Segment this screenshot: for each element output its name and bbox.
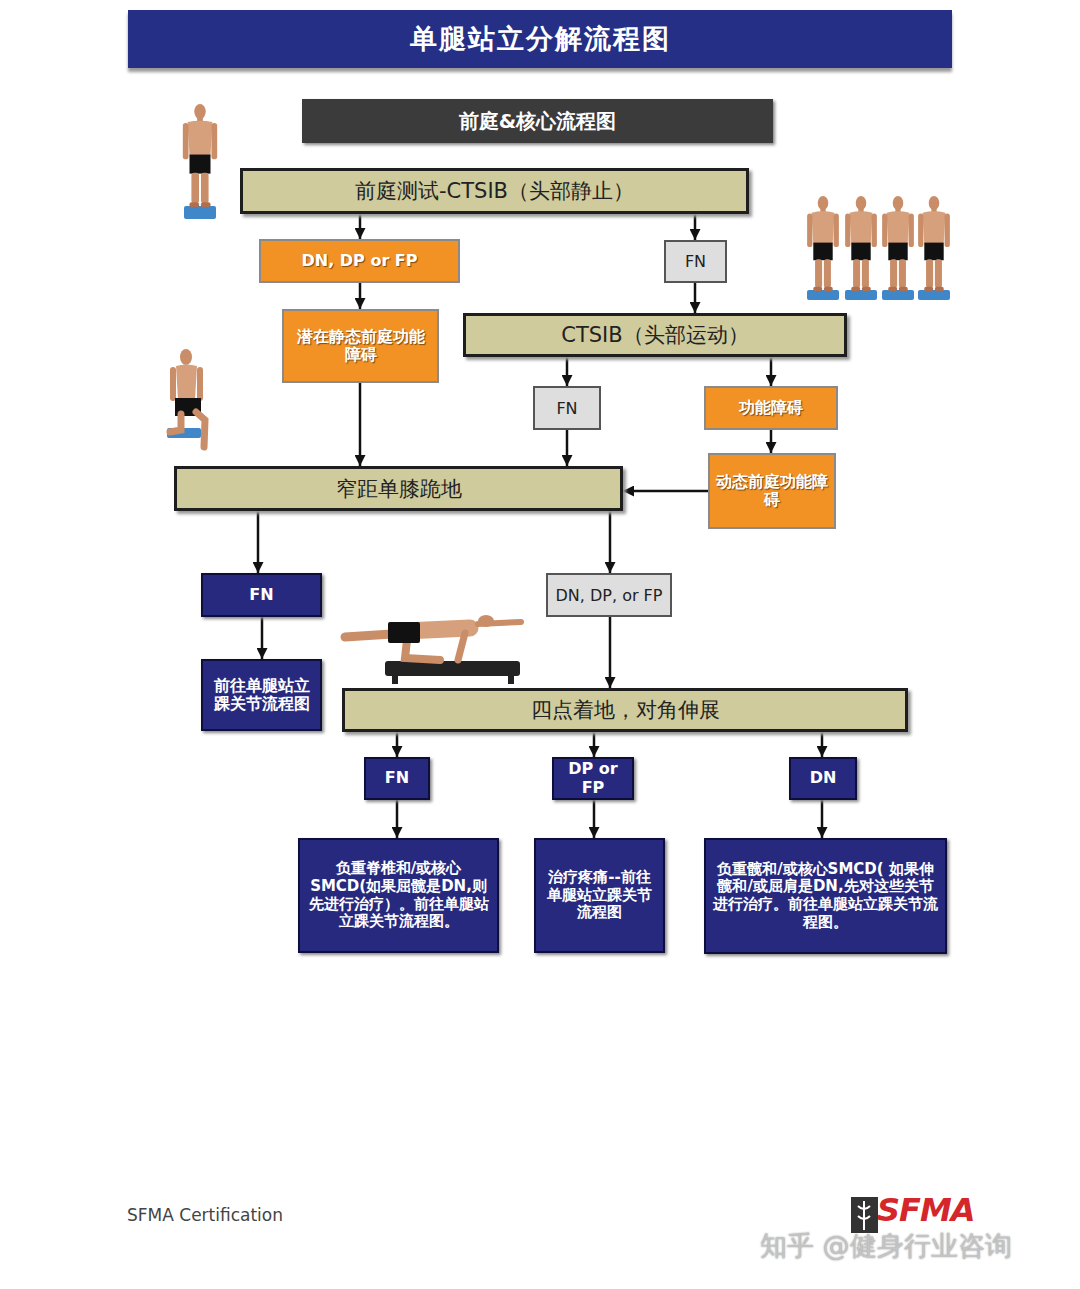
flow-arrow: [609, 511, 612, 573]
node-text: DN, DP or FP: [301, 252, 417, 270]
figure-arm: [458, 633, 465, 660]
navy-box: DP or FP: [552, 757, 634, 800]
standing-figure: [882, 196, 914, 291]
node-text: FN: [249, 586, 273, 604]
figure-head: [180, 349, 192, 365]
node-text: 前庭&核心流程图: [459, 108, 616, 135]
emblem-shield: [851, 1197, 878, 1233]
flow-arrow: [694, 283, 697, 313]
figure-leg: [345, 634, 392, 637]
standing-figure: [183, 104, 217, 207]
flow-arrow: [261, 617, 264, 659]
figure-leg: [196, 412, 205, 447]
flow-arrow: [396, 800, 399, 838]
flow-arrow: [770, 430, 773, 453]
standing-figure: [807, 196, 839, 291]
flow-arrow: [821, 732, 824, 757]
quadruped-figure: [345, 615, 521, 684]
khaki-box: 窄距单膝跪地: [174, 466, 623, 511]
flow-arrow: [359, 383, 362, 466]
node-text: 动态前庭功能障碍: [715, 473, 829, 510]
bench-leg: [508, 676, 514, 684]
navysm-box: 治疗疼痛--前往单腿站立踝关节流程图: [534, 838, 665, 953]
flow-arrow: [609, 617, 612, 688]
flow-arrow: [694, 214, 697, 240]
node-text: 治疗疼痛--前往单腿站立踝关节流程图: [541, 869, 658, 922]
khaki-box: 前庭测试-CTSIB（头部静止）: [240, 168, 749, 214]
footer-text: SFMA Certification: [127, 1205, 283, 1225]
orange-box: 功能障碍: [704, 386, 838, 430]
foam-pad: [184, 206, 216, 219]
standing-figure: [845, 196, 877, 291]
node-text: 四点着地，对角伸展: [531, 696, 720, 724]
foam-pad: [845, 290, 877, 300]
node-text: 窄距单膝跪地: [336, 475, 462, 503]
foam-pad: [882, 290, 914, 300]
bench-leg: [392, 676, 398, 684]
node-text: DN: [810, 769, 837, 787]
figure-leg: [170, 414, 181, 432]
gray-box: DN, DP, or FP: [546, 573, 672, 617]
flow-arrow: [359, 283, 362, 309]
flow-arrow: [566, 430, 569, 466]
title-band: 单腿站立分解流程图: [128, 10, 952, 68]
node-text: 负重髋和/或核心SMCD( 如果伸髋和/或屈肩是DN,先对这些关节进行治疗。前往…: [711, 861, 940, 931]
figure-torso: [176, 365, 197, 401]
logo-text: SFMA: [877, 1191, 975, 1229]
navy-box: 前往单腿站立踝关节流程图: [201, 659, 322, 731]
bench: [385, 661, 520, 676]
figure-arm: [170, 367, 176, 401]
flow-arrow: [396, 732, 399, 757]
figure-arm: [197, 367, 203, 401]
flow-arrow: [623, 490, 708, 493]
navysm-box: 负重脊椎和/或核心SMCD(如果屈髋是DN,则先进行治疗）。前往单腿站立踝关节流…: [298, 838, 499, 953]
flow-arrow: [593, 732, 596, 757]
flow-arrow: [257, 511, 260, 573]
node-text: 功能障碍: [739, 399, 803, 417]
diagram-title: 单腿站立分解流程图: [410, 21, 671, 57]
flow-arrow: [770, 357, 773, 386]
flow-arrow: [566, 357, 569, 386]
navy-box: FN: [201, 573, 322, 617]
kneeling-figure: [167, 349, 205, 447]
node-text: 负重脊椎和/或核心SMCD(如果屈髋是DN,则先进行治疗）。前往单腿站立踝关节流…: [305, 860, 492, 930]
node-text: 潜在静态前庭功能障碍: [289, 328, 432, 365]
logo-emblem: [851, 1197, 878, 1233]
flow-arrow: [359, 214, 362, 239]
orange-box: 潜在静态前庭功能障碍: [282, 309, 439, 383]
emblem-staff: [858, 1201, 870, 1230]
node-text: CTSIB（头部运动）: [561, 321, 748, 349]
foam-pad: [807, 290, 839, 300]
node-text: FN: [685, 252, 706, 271]
foam-pad: [918, 290, 950, 300]
standing-figure: [918, 196, 950, 291]
node-text: 前往单腿站立踝关节流程图: [208, 677, 315, 714]
navy-box: FN: [364, 757, 430, 800]
flow-arrow: [593, 800, 596, 838]
node-text: FN: [556, 399, 577, 418]
figure-shorts: [388, 622, 420, 643]
gray-box: FN: [533, 386, 601, 430]
orange-box: 动态前庭功能障碍: [708, 453, 836, 529]
khaki-box: CTSIB（头部运动）: [463, 313, 847, 357]
header-box: 前庭&核心流程图: [302, 99, 773, 143]
orange-box: DN, DP or FP: [259, 239, 460, 283]
node-text: DP or FP: [559, 760, 627, 797]
node-text: DN, DP, or FP: [556, 586, 663, 605]
navysm-box: 负重髋和/或核心SMCD( 如果伸髋和/或屈肩是DN,先对这些关节进行治疗。前往…: [704, 838, 947, 954]
gray-box: FN: [664, 240, 727, 283]
navy-box: DN: [789, 757, 857, 800]
flow-arrow: [821, 800, 824, 838]
node-text: 前庭测试-CTSIB（头部静止）: [355, 177, 634, 205]
khaki-box: 四点着地，对角伸展: [342, 688, 908, 732]
watermark: 知乎 @健身行业咨询: [760, 1228, 1012, 1264]
figure-head: [478, 615, 494, 627]
node-text: FN: [385, 769, 409, 787]
